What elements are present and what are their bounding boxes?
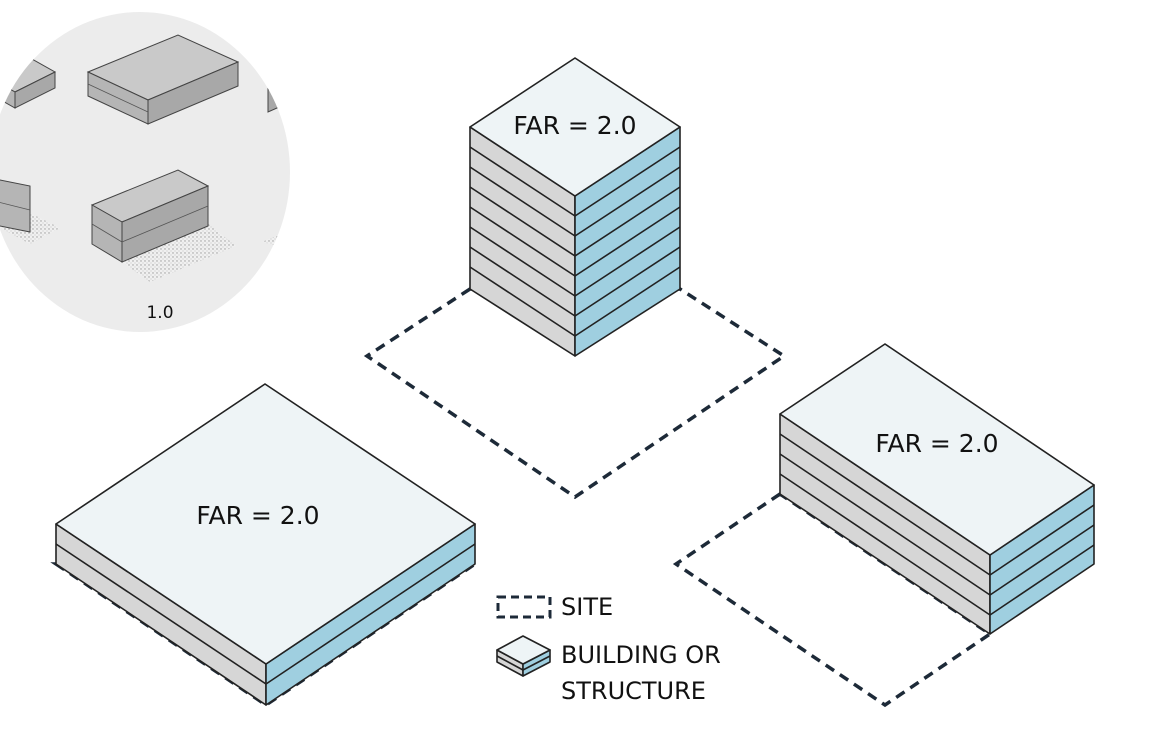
inset-ghost-building: [267, 75, 290, 113]
site-outline: [672, 491, 994, 708]
floor-line: [265, 543, 476, 685]
legend-site-label: SITE: [561, 593, 613, 621]
far-label-tower: FAR = 2.0: [513, 111, 636, 140]
inset-far-label: 1.0: [146, 303, 173, 323]
legend-building-label-line1: BUILDING OR: [561, 641, 721, 669]
inset-ghost-building: [0, 177, 60, 244]
building-roof: [779, 343, 1095, 556]
far-label-wide: FAR = 2.0: [196, 501, 319, 530]
inset-example: 1.0: [0, 12, 290, 332]
building-mid: FAR = 2.0: [672, 343, 1095, 708]
legend: SITE BUILDING OR STRUCTURE: [496, 593, 721, 705]
inset-ghost-building: [86, 34, 240, 125]
far-label-mid: FAR = 2.0: [875, 429, 998, 458]
building-roof: [469, 57, 681, 197]
floor-lines: [469, 146, 681, 337]
building-tower: FAR = 2.0: [363, 57, 788, 500]
floor-lines: [779, 433, 1095, 616]
floor-line: [55, 543, 267, 685]
building-roof: [55, 383, 476, 665]
building-wide: FAR = 2.0: [50, 383, 481, 708]
legend-building: BUILDING OR STRUCTURE: [496, 635, 721, 705]
inset-ghost-building: [90, 169, 236, 282]
legend-building-swatch: [496, 635, 551, 677]
legend-building-label-line2: STRUCTURE: [561, 677, 706, 705]
legend-site-swatch: [496, 595, 552, 619]
legend-site: SITE: [496, 593, 613, 621]
